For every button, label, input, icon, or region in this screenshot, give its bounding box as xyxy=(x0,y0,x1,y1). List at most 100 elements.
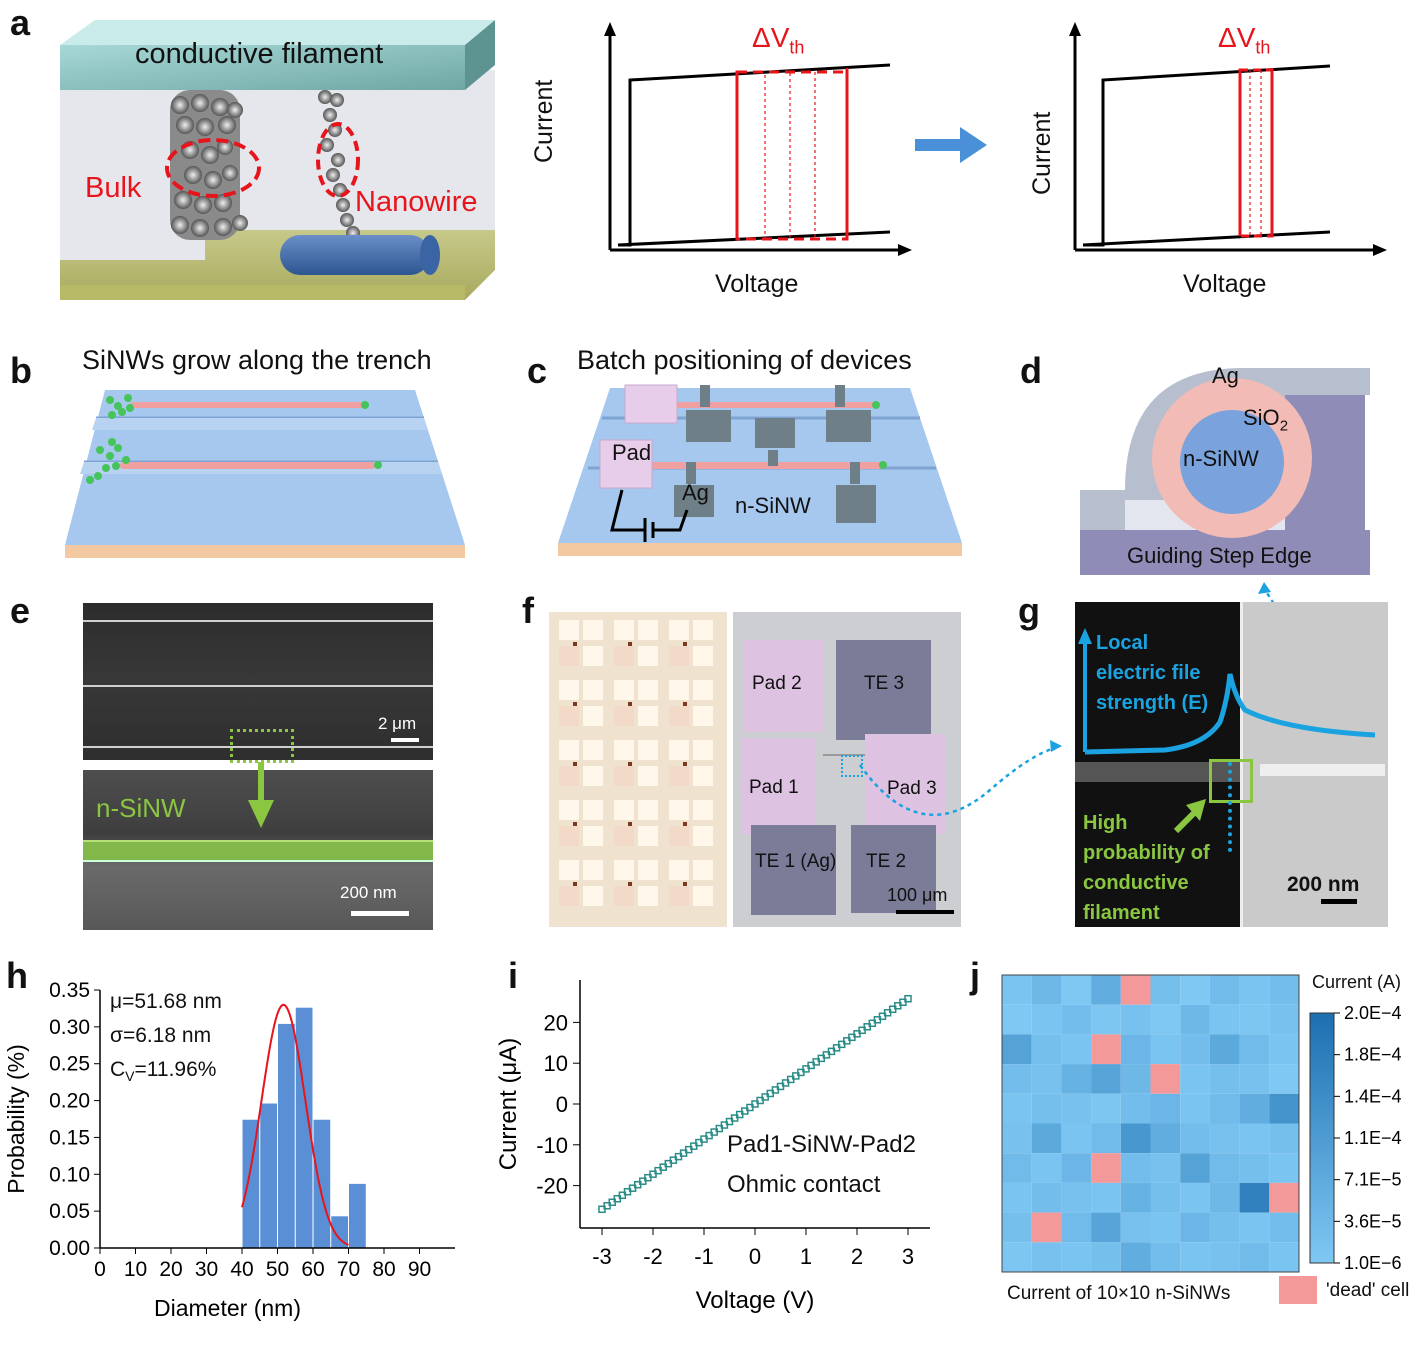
pad3-label: Pad 3 xyxy=(887,778,937,799)
sem-device-image xyxy=(733,612,961,927)
heatmap-cell xyxy=(1031,1004,1062,1035)
device-cell xyxy=(669,860,715,910)
heatmap-cell xyxy=(1031,1034,1062,1065)
y-tick-label: 0.15 xyxy=(49,1126,90,1149)
panel-a-device-illustration xyxy=(60,20,495,300)
x-tick-label: 0 xyxy=(749,1244,761,1269)
scale-bar-g: 200 nm xyxy=(1287,873,1360,896)
x-tick-label: 3 xyxy=(902,1244,914,1269)
device-cell xyxy=(559,860,605,910)
heatmap-cell xyxy=(1150,1093,1181,1124)
heatmap-cell xyxy=(1239,1064,1270,1094)
y-tick-label: 0.20 xyxy=(49,1090,90,1113)
heatmap-cell xyxy=(1091,1182,1121,1213)
x-axis-label: Diameter (nm) xyxy=(154,1295,301,1321)
panel-label-b: b xyxy=(10,350,32,391)
panel-label-j: j xyxy=(970,955,981,996)
heatmap-cell xyxy=(1239,1123,1270,1154)
device-cell xyxy=(669,740,715,790)
heatmap-cell xyxy=(1180,1034,1210,1065)
panel-label-a: a xyxy=(10,2,31,43)
n-sinw-label-e: n-SiNW xyxy=(96,793,186,823)
heatmap-cell xyxy=(1031,1064,1062,1094)
heatmap-cell xyxy=(1002,1064,1032,1094)
heatmap-cell xyxy=(1002,975,1032,1005)
heatmap-cell xyxy=(1091,1123,1121,1154)
bulk-label: Bulk xyxy=(85,172,142,204)
heatmap-cell xyxy=(1269,1212,1299,1243)
pad-label: Pad xyxy=(612,440,652,465)
heatmap-cell xyxy=(1120,1064,1151,1094)
histogram-bar xyxy=(278,1023,295,1248)
green-pointer-arrow xyxy=(1173,799,1206,834)
dead-cell-label: 'dead' cell xyxy=(1326,1280,1410,1301)
x-tick-label: 0 xyxy=(94,1258,106,1281)
panel-c-device-array-illustration xyxy=(558,384,962,556)
panel-label-d: d xyxy=(1020,350,1042,391)
panel-label-c: c xyxy=(527,350,548,391)
heatmap-cell xyxy=(1061,1093,1092,1124)
x-tick-label: 90 xyxy=(408,1258,431,1281)
histogram-bar xyxy=(331,1216,348,1248)
sigma-annotation: σ=6.18 nm xyxy=(110,1024,212,1047)
mu-annotation: μ=51.68 nm xyxy=(110,990,222,1013)
dead-cell xyxy=(1269,1182,1299,1213)
heatmap-cell xyxy=(1209,1093,1240,1124)
y-tick-label: -10 xyxy=(536,1133,568,1158)
heatmap-cell xyxy=(1180,1182,1210,1213)
green-down-arrow xyxy=(248,762,274,828)
delta-vth-right: ΔVth xyxy=(1218,22,1271,58)
device-cell xyxy=(669,680,715,730)
optical-array-image xyxy=(549,612,727,927)
heatmap-cell xyxy=(1180,1153,1210,1183)
heatmap-cell xyxy=(1269,1034,1299,1065)
sio2-label: SiO2 xyxy=(1243,405,1289,435)
device-cell xyxy=(559,620,605,670)
x-tick-label: 60 xyxy=(301,1258,324,1281)
heatmap-cell xyxy=(1002,1093,1032,1124)
y-tick-label: 0.25 xyxy=(49,1053,90,1076)
iv-left-xlabel: Voltage xyxy=(715,270,799,298)
heatmap-cell xyxy=(1180,1123,1210,1154)
heatmap-cell xyxy=(1002,1242,1032,1272)
colorbar-label: 1.1E−4 xyxy=(1344,1128,1402,1148)
heatmap-cell xyxy=(1150,1242,1181,1272)
device-cell xyxy=(614,620,660,670)
iv-schematic-right xyxy=(1069,22,1387,256)
heatmap-cell xyxy=(1120,1153,1151,1183)
electric-field-curve xyxy=(1078,628,1376,755)
y-tick-label: 0.05 xyxy=(49,1200,90,1223)
x-tick-label: 20 xyxy=(159,1258,182,1281)
y-tick-label: 0.35 xyxy=(49,979,90,1002)
heatmap-cell xyxy=(1209,1182,1240,1213)
colorbar-label: 7.1E−5 xyxy=(1344,1170,1402,1190)
iv-right-xlabel: Voltage xyxy=(1183,270,1267,298)
heatmap-cell xyxy=(1209,1153,1240,1183)
delta-vth-left: ΔVth xyxy=(752,22,805,58)
histogram-bar xyxy=(242,1119,260,1248)
bulk-filament xyxy=(170,90,248,240)
y-axis-label: Probability (%) xyxy=(3,1044,29,1194)
y-tick-label: -20 xyxy=(536,1174,568,1199)
y-tick-label: 0.10 xyxy=(49,1163,90,1186)
heatmap-cell xyxy=(1239,1034,1270,1065)
heatmap-cell xyxy=(1120,1004,1151,1035)
heatmap-caption: Current of 10×10 n-SiNWs xyxy=(1007,1283,1231,1304)
blue-arrow xyxy=(915,127,987,163)
sem-image-top xyxy=(83,603,433,763)
heatmap-cell xyxy=(1150,1123,1181,1154)
heatmap-cell xyxy=(1150,1182,1181,1213)
heatmap-cell xyxy=(1209,1212,1240,1243)
dead-cell xyxy=(1031,1212,1062,1243)
nanowire-label: Nanowire xyxy=(355,186,478,218)
histogram-bar xyxy=(313,1119,331,1248)
device-cell xyxy=(559,800,605,850)
heatmap-cell xyxy=(1239,975,1270,1005)
conductive-filament-label: conductive filament xyxy=(135,38,384,70)
heatmap-cell xyxy=(1269,975,1299,1005)
histogram-stats: μ=51.68 nm σ=6.18 nm CV=11.96% xyxy=(110,985,222,1093)
heatmap-cell xyxy=(1239,1182,1270,1213)
heatmap-cell xyxy=(1061,1242,1092,1272)
n-sinw-label-d: n-SiNW xyxy=(1183,446,1259,471)
